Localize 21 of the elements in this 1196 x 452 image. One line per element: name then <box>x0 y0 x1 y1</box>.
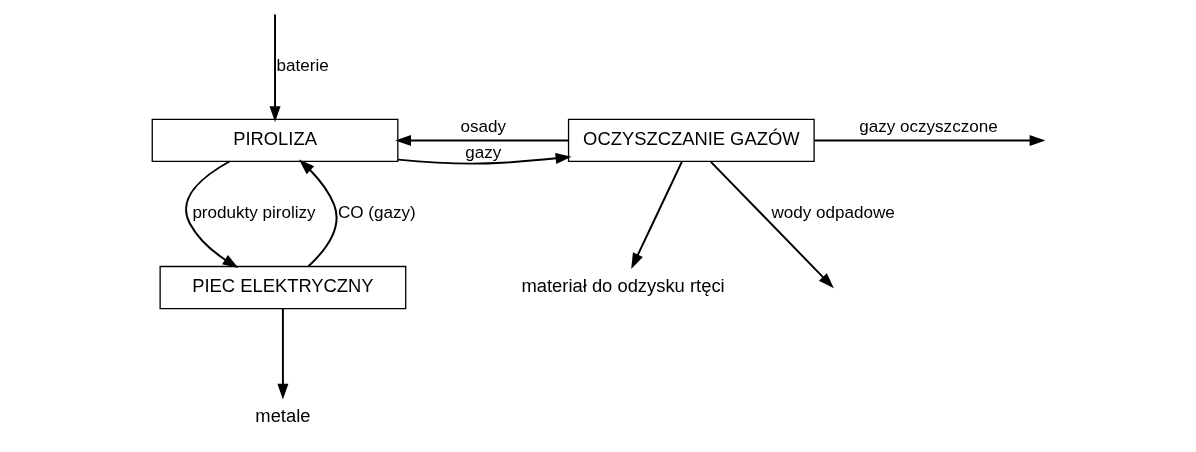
arrow <box>298 159 338 268</box>
arrow <box>185 160 239 268</box>
node-box: PIEC ELEKTRYCZNY <box>159 265 407 310</box>
arrow <box>395 134 570 146</box>
node-text: metale <box>255 405 311 427</box>
node-text: materiał do odzysku rtęci <box>521 275 725 297</box>
edge-label: baterie <box>276 56 329 76</box>
edge-label: produkty pirolizy <box>192 203 316 223</box>
arrow <box>277 307 289 400</box>
arrow <box>397 152 572 165</box>
edge-label: osady <box>460 116 506 136</box>
node-box: PIROLIZA <box>151 118 399 163</box>
arrow <box>269 13 281 123</box>
edge-label: wody odpadowe <box>771 203 895 223</box>
node-box: OCZYSZCZANIE GAZÓW <box>567 118 815 163</box>
arrow <box>631 160 683 269</box>
arrow <box>813 134 1046 146</box>
edge-label: gazy oczyszczone <box>859 116 998 136</box>
arrow <box>709 160 834 289</box>
edge-label: CO (gazy) <box>337 203 416 223</box>
edge-label: gazy <box>465 143 502 163</box>
